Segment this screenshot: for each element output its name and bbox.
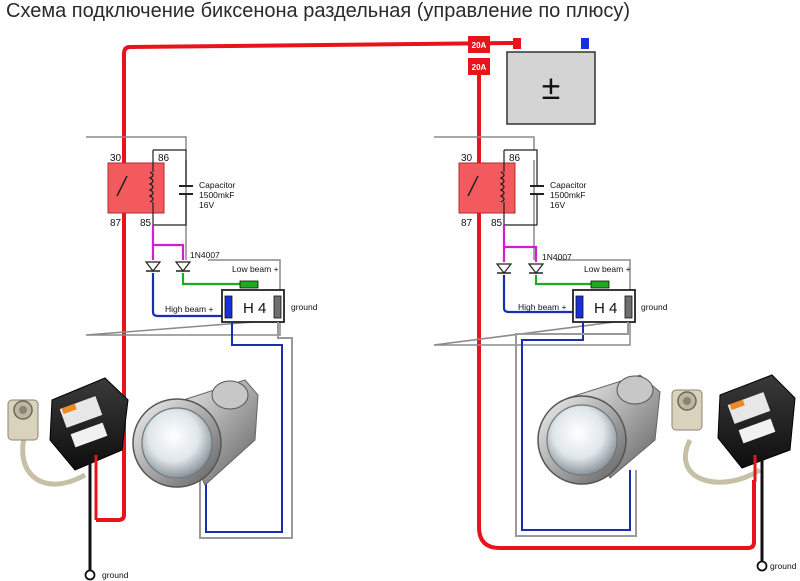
left-pin85: 85	[140, 218, 152, 229]
left-cap-label1: Capacitor	[199, 180, 236, 190]
right-igniter-cable	[682, 438, 762, 485]
right-relay-coil	[499, 171, 505, 203]
left-h4-highbeam-pin	[224, 295, 233, 319]
right-lowbeam-wire	[534, 275, 596, 286]
left-lowbeam-wire	[181, 273, 246, 286]
right-diode-2	[527, 263, 545, 274]
right-h4-connector: H 4	[572, 280, 636, 323]
left-relay	[107, 162, 165, 214]
right-relay	[458, 162, 516, 214]
right-capacitor-wire	[504, 149, 538, 226]
right-ballast-cable-grey	[515, 322, 637, 537]
right-hardware: ground	[537, 374, 797, 572]
left-hardware: ground	[7, 377, 259, 581]
left-highbeam-wire	[151, 273, 224, 318]
right-ballast-cable-blue	[521, 322, 631, 531]
page-title: Схема подключение биксенона раздельная (…	[6, 0, 631, 22]
left-cap-label2: 1500mkF	[199, 190, 234, 200]
left-ground-text: ground	[102, 570, 129, 580]
right-diode-wire	[502, 225, 538, 262]
left-ground-label: ground	[291, 302, 318, 312]
right-cap-label3: 16V	[550, 200, 565, 210]
left-lowbeam-label: Low beam +	[232, 264, 279, 274]
left-capacitor-wire	[153, 149, 187, 226]
right-diode-label: 1N4007	[542, 252, 572, 262]
right-ballast	[717, 374, 796, 469]
left-pin30: 30	[110, 153, 122, 164]
left-igniter	[7, 399, 39, 441]
right-lowbeam-label: Low beam +	[584, 264, 631, 274]
battery-symbol: ±	[542, 69, 561, 107]
left-relay-switch	[116, 175, 128, 197]
right-relay-switch	[467, 175, 479, 197]
left-circuit: 30 86 87 85 Capacitor 1500mkF 16V 1N4007	[85, 136, 318, 539]
left-diode-label: 1N4007	[190, 250, 220, 260]
left-ground-terminal	[84, 569, 96, 581]
fuse-top: 20A	[468, 36, 490, 53]
left-h4-connector: H 4	[221, 280, 285, 323]
left-ballast	[49, 377, 129, 471]
battery-body	[506, 51, 596, 125]
right-power-wire	[477, 60, 756, 550]
battery-plus-terminal	[513, 38, 521, 49]
left-pin86: 86	[158, 153, 170, 164]
left-cap-label3: 16V	[199, 200, 214, 210]
right-highbeam-label: High beam +	[518, 302, 566, 312]
right-ground-terminal	[756, 560, 768, 572]
right-ground-label: ground	[641, 302, 668, 312]
right-pin86: 86	[509, 153, 521, 164]
right-diode-1	[495, 263, 513, 274]
left-highbeam-label: High beam +	[165, 304, 213, 314]
left-diode-wire	[151, 225, 185, 260]
fuse-top-label: 20A	[472, 41, 487, 50]
right-h4-ground-pin	[624, 295, 633, 319]
left-h4-lowbeam-pin	[239, 280, 259, 289]
left-pin87: 87	[110, 218, 122, 229]
left-diode-1	[144, 261, 162, 272]
right-projector-lens	[537, 374, 661, 485]
right-cap-label2: 1500mkF	[550, 190, 585, 200]
left-projector-lens	[132, 379, 259, 488]
left-relay-coil	[148, 171, 154, 203]
right-h4-highbeam-pin	[575, 295, 584, 319]
right-pin30: 30	[461, 153, 473, 164]
battery: ±	[506, 38, 596, 125]
fuse-bottom: 20A	[468, 58, 490, 75]
right-h4-label: H 4	[594, 300, 617, 317]
right-igniter	[671, 389, 703, 431]
right-highbeam-wire	[502, 275, 574, 314]
right-pin87: 87	[461, 218, 473, 229]
left-h4-ground-pin	[273, 295, 282, 319]
right-ground-text: ground	[770, 561, 797, 571]
right-cap-label1: Capacitor	[550, 180, 587, 190]
left-h4-label: H 4	[243, 300, 266, 317]
main-power-wire	[96, 41, 514, 522]
battery-minus-terminal	[581, 38, 589, 49]
left-ballast-cable-grey	[199, 322, 293, 539]
right-enclosure	[433, 136, 631, 346]
left-diode-2	[174, 261, 192, 272]
fuse-bottom-label: 20A	[472, 63, 487, 72]
right-pin85: 85	[491, 218, 503, 229]
left-ballast-cable-blue	[205, 322, 283, 533]
right-h4-lowbeam-pin	[590, 280, 610, 289]
right-circuit: 30 86 87 85 Capacitor 1500mkF 16V 1N4007	[433, 136, 668, 537]
